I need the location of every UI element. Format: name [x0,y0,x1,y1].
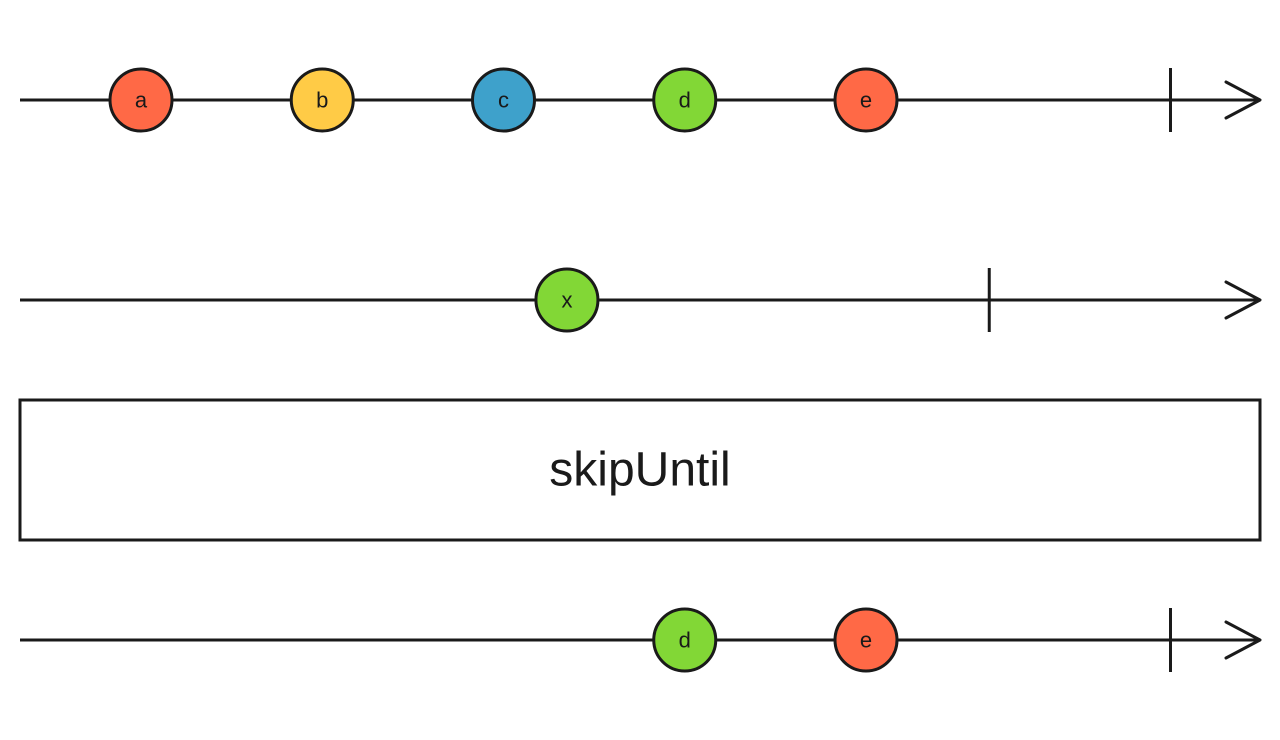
marble-d: d [652,67,718,133]
marble-label: x [561,288,572,313]
marble-label: e [860,88,872,113]
marble-circle [652,67,718,133]
marble-e: e [833,607,899,673]
operator-box: skipUntil [18,398,1262,542]
marble-e: e [833,67,899,133]
marble-circle [534,267,600,333]
marble-circle [108,67,174,133]
marble-circle [833,67,899,133]
marble-b: b [289,67,355,133]
marble-a: a [108,67,174,133]
timeline-arrow-head [1224,280,1262,320]
marble-circle [833,607,899,673]
marble-label: e [860,628,872,653]
operator-label: skipUntil [549,444,730,497]
operator-box-frame [18,398,1262,542]
marble-circle [289,67,355,133]
timeline-arrow-head [1224,80,1262,120]
marble-circle [652,607,718,673]
marble-d: d [652,607,718,673]
marble-c: c [471,67,536,133]
marble-label: c [498,88,509,113]
marble-circle [471,67,536,133]
notifier-timeline: x [20,267,1262,333]
marble-label: a [135,88,148,113]
source-timeline: a b c d e [20,67,1262,133]
timeline-arrow-head [1224,620,1262,660]
marble-label: b [316,88,328,113]
marble-x: x [534,267,600,333]
marble-label: d [679,88,691,113]
marble-label: d [679,628,691,653]
